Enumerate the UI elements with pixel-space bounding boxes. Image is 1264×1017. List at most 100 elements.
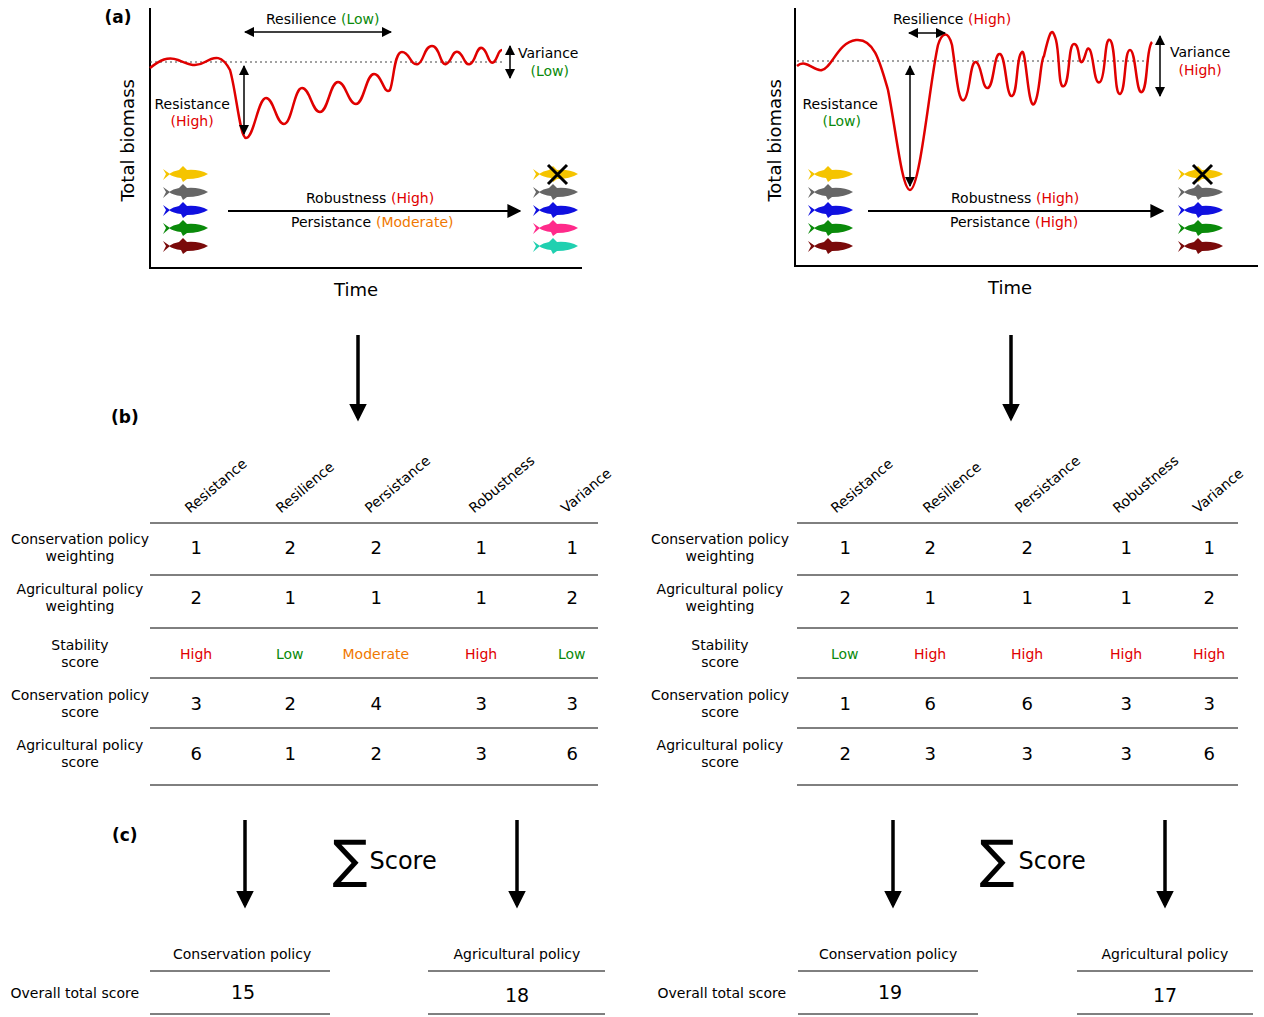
table-cell: 1 <box>476 538 487 559</box>
table-cell: High <box>914 646 946 662</box>
table-cell: 3 <box>191 694 202 715</box>
table-cell: High <box>1011 646 1043 662</box>
row-header: Conservation policy score <box>645 687 795 721</box>
total-value: 15 <box>231 982 255 1004</box>
text-label: (Low) <box>531 63 570 79</box>
text-label: Persistance <box>950 215 1030 229</box>
table-cell: 6 <box>191 744 202 765</box>
column-header: Resilience <box>920 458 984 516</box>
text-label: Resistance <box>803 96 878 112</box>
table-cell: High <box>1110 646 1142 662</box>
fish-icon <box>163 238 208 254</box>
table-cell: 1 <box>840 538 851 559</box>
row-header: Stability score <box>675 637 765 671</box>
text-label: Resistance <box>155 96 230 112</box>
row-header: Conservation policy weighting <box>5 531 155 565</box>
fish-icon <box>1178 238 1223 254</box>
table-cell: 3 <box>925 744 936 765</box>
table-cell: 2 <box>925 538 936 559</box>
sum-symbol: ∑ <box>333 830 368 890</box>
table-cell: 3 <box>567 694 578 715</box>
text-label: Overall total score <box>11 985 140 1001</box>
biomass-curves <box>150 32 1152 190</box>
text-label: Resilience <box>893 11 963 27</box>
column-header: Resistance <box>828 455 896 516</box>
table-rule <box>150 971 605 1014</box>
fish-icon <box>533 202 578 218</box>
down-arrow <box>356 335 360 418</box>
row-header: Conservation policy weighting <box>645 531 795 565</box>
table-cell: 2 <box>567 588 578 609</box>
table-cell: High <box>180 646 212 662</box>
cross-mark <box>1193 165 1212 184</box>
column-header: Robustness <box>1110 452 1182 516</box>
text-label: (High) <box>968 11 1011 27</box>
row-header: Agricultural policy weighting <box>645 581 795 615</box>
panel-letter: (a) <box>105 8 132 28</box>
fish-icon <box>163 220 208 236</box>
table-cell: 1 <box>371 588 382 609</box>
table-cell: 3 <box>1121 694 1132 715</box>
extinct-marks <box>548 165 1212 184</box>
text-label: Score <box>370 848 437 876</box>
variance-arrow <box>1159 36 1161 96</box>
time-arrow <box>868 210 1163 212</box>
total-value: 19 <box>878 982 902 1004</box>
column-header: Robustness <box>466 452 538 516</box>
axes <box>150 8 1258 268</box>
down-arrow <box>891 820 895 905</box>
table-cell: 1 <box>1121 538 1132 559</box>
fish-icon <box>808 184 853 200</box>
sum-symbol: ∑ <box>980 830 1015 890</box>
resilience-arrow <box>245 31 391 33</box>
table-cell: 6 <box>1022 694 1033 715</box>
panel-letter: (c) <box>112 826 138 846</box>
table-rule <box>797 523 1238 785</box>
text-label: Robustness <box>306 191 386 205</box>
column-header: Persistance <box>1012 452 1084 516</box>
column-header: Resilience <box>273 458 337 516</box>
row-header: Agricultural policy weighting <box>5 581 155 615</box>
row-header: Stability score <box>35 637 125 671</box>
column-header: Persistance <box>362 452 434 516</box>
table-cell: 2 <box>371 744 382 765</box>
row-header: Agricultural policy score <box>645 737 795 771</box>
column-header: Variance <box>558 465 615 516</box>
table-cell: 1 <box>476 588 487 609</box>
time-arrow <box>228 210 520 212</box>
table-cell: 3 <box>476 694 487 715</box>
table-rule <box>798 971 1253 1014</box>
text-label: Conservation policy <box>173 946 311 962</box>
text-label: Robustness <box>951 191 1031 205</box>
table-cell: 2 <box>371 538 382 559</box>
axis-label: Time <box>334 280 378 301</box>
text-label: Agricultural policy <box>454 946 581 962</box>
text-label: Agricultural policy <box>1102 946 1229 962</box>
table-cell: 2 <box>285 694 296 715</box>
biomass-curve <box>797 32 1152 190</box>
text-label: Variance <box>1170 44 1230 60</box>
fish-icon <box>533 238 578 254</box>
table-cell: 3 <box>1022 744 1033 765</box>
down-arrow <box>243 820 247 905</box>
axis-label: Total biomass <box>117 79 138 202</box>
table-cell: 3 <box>1204 694 1215 715</box>
table-cell: 2 <box>840 588 851 609</box>
fish-icon <box>533 184 578 200</box>
table-cell: Moderate <box>343 646 410 662</box>
total-value: 17 <box>1153 985 1177 1007</box>
table-cell: 3 <box>476 744 487 765</box>
text-label: Overall total score <box>658 985 787 1001</box>
table-cell: 2 <box>1022 538 1033 559</box>
resistance-arrow <box>243 66 245 134</box>
cross-mark <box>548 165 567 184</box>
flow-arrows <box>245 335 1165 905</box>
resistance-arrow <box>909 66 911 186</box>
text-label: Persistance <box>291 215 371 229</box>
axis <box>795 8 1258 266</box>
fish-icon <box>163 202 208 218</box>
table-cell: Low <box>558 646 586 662</box>
fish-icon <box>163 166 208 182</box>
text-label: (Moderate) <box>376 215 454 229</box>
table-cell: 2 <box>840 744 851 765</box>
